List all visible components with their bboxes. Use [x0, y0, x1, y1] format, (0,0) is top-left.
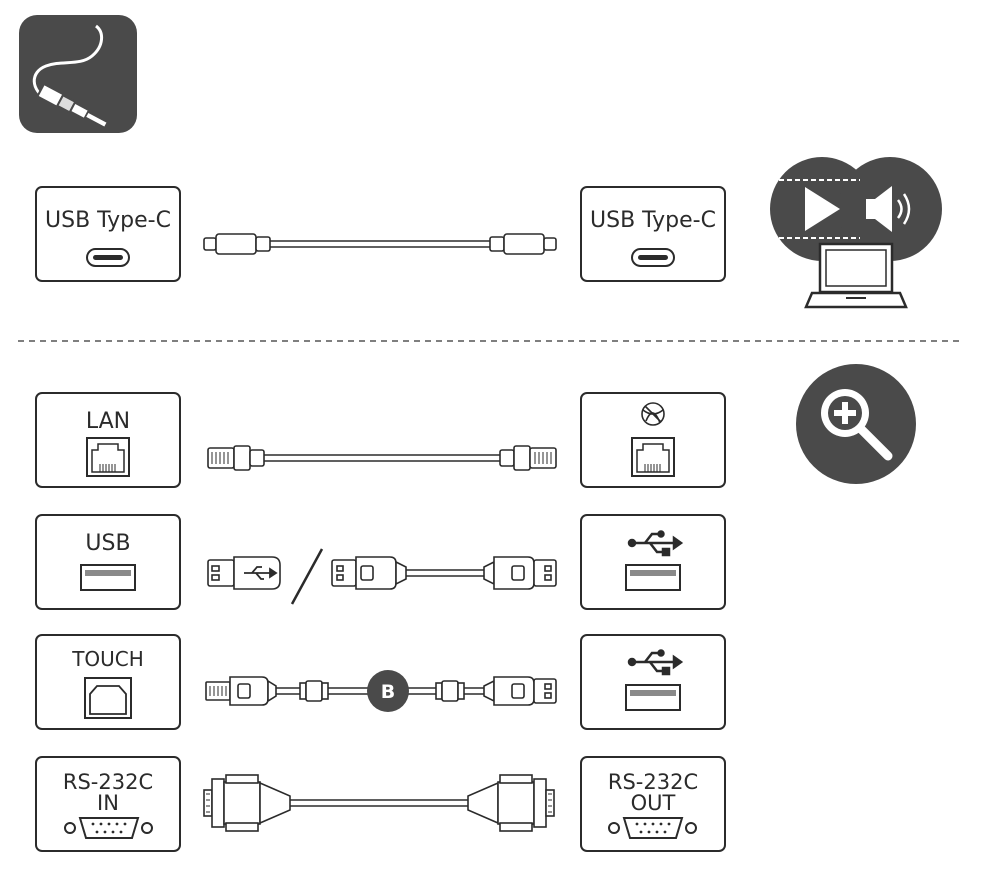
usb-c-left-label: USB Type-C — [45, 208, 171, 233]
cable-badge: B — [367, 670, 409, 712]
usb-a-port-icon — [80, 564, 136, 591]
db9-port-icon — [64, 817, 153, 839]
globe-icon — [641, 402, 665, 426]
touch-left-label: TOUCH — [71, 647, 144, 671]
usb-b-to-a-cable — [205, 676, 557, 706]
usb-c-cable — [203, 233, 557, 255]
cable-icon — [19, 15, 137, 133]
usb-a-cable — [331, 556, 557, 590]
lan-left-label: LAN — [86, 409, 130, 434]
rj45-port-icon — [86, 437, 130, 477]
lan-cable — [207, 445, 557, 471]
rs232c-in-port-box: RS-232C IN — [35, 756, 181, 852]
rs232c-out-port-box: RS-232C OUT — [580, 756, 726, 852]
usb-left-label: USB — [85, 531, 130, 556]
zoom-in-icon — [796, 364, 916, 484]
lan-left-port-box: LAN — [35, 392, 181, 488]
or-separator — [290, 548, 324, 605]
usb-right-port-box — [580, 514, 726, 610]
usb-b-port-icon — [84, 677, 132, 719]
play-speaker-laptop-icon — [770, 157, 942, 309]
touch-left-port-box: TOUCH — [35, 634, 181, 730]
usb-a-port-icon — [625, 684, 681, 711]
usb-left-port-box: USB — [35, 514, 181, 610]
usb-trident-icon — [627, 649, 684, 676]
usb-c-right-port-box: USB Type-C — [580, 186, 726, 282]
lan-right-port-box — [580, 392, 726, 488]
usb-c-left-port-box: USB Type-C — [35, 186, 181, 282]
rs232c-cable — [203, 774, 555, 832]
rs232c-in-label-line1: RS-232C — [63, 770, 153, 794]
cable-badge-label: B — [381, 681, 395, 703]
usb-stick-icon — [207, 556, 281, 590]
db9-port-icon — [608, 817, 697, 839]
rs232c-in-label-line2: IN — [97, 791, 119, 815]
usb-c-right-label: USB Type-C — [590, 208, 716, 233]
rs232c-out-label-line2: OUT — [631, 791, 676, 815]
usb-trident-icon — [627, 530, 684, 557]
rj45-port-icon — [631, 437, 675, 477]
rs232c-out-label-line1: RS-232C — [608, 770, 698, 794]
usb-a-port-icon — [625, 564, 681, 591]
touch-right-port-box — [580, 634, 726, 730]
